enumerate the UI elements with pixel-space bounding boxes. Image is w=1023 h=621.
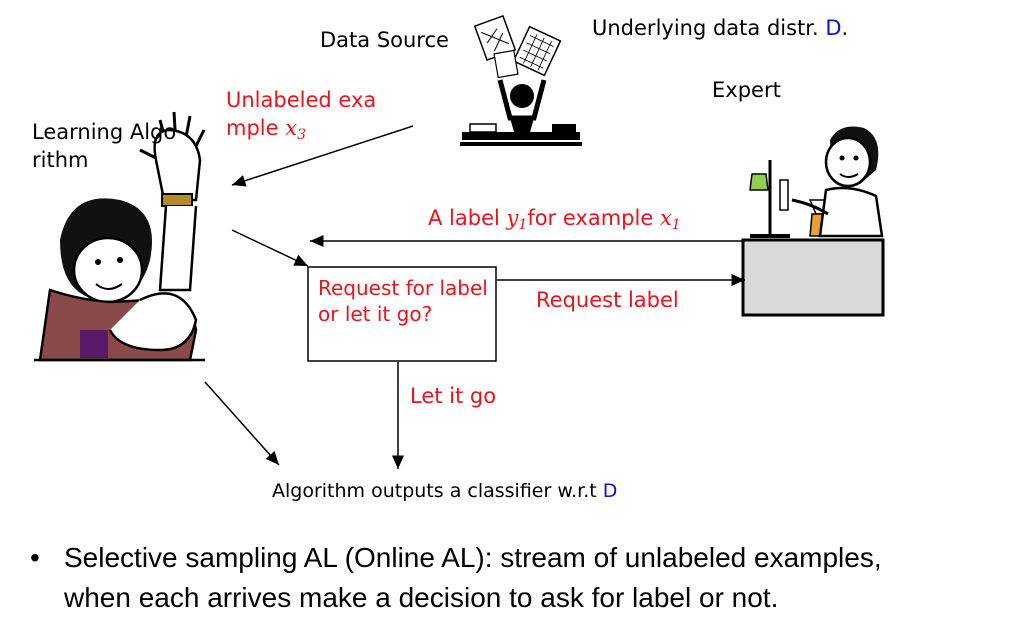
expert-label: Expert xyxy=(712,78,781,102)
arrow-learner-to-output xyxy=(204,381,280,466)
label-var-y-sub: 1 xyxy=(518,217,528,233)
learner-label-line2: rithm xyxy=(32,148,89,172)
distribution-symbol: D xyxy=(825,16,842,40)
bullet-line-2: when each arrives make a decision to ask… xyxy=(64,582,779,613)
arrow-unlabeled-example xyxy=(231,125,414,187)
unlabeled-line1: Unlabeled exa xyxy=(226,88,377,112)
learner-label: Learning Algo rithm xyxy=(32,118,176,174)
expert-table xyxy=(741,238,885,317)
request-decision-box xyxy=(307,266,497,362)
label-var-y: y xyxy=(506,206,519,230)
request-box-text: Request for label or let it go? xyxy=(318,276,488,326)
data-source-label: Data Source xyxy=(320,28,449,52)
distribution-suffix: . xyxy=(841,16,849,40)
request-label-text: Request label xyxy=(536,288,679,312)
bullet-marker: • xyxy=(30,542,40,573)
output-symbol: D xyxy=(602,480,618,502)
label-var-x: x xyxy=(659,206,672,230)
learner-illustration xyxy=(34,111,206,362)
unlabeled-line2: mple x3 xyxy=(226,114,376,145)
arrow-learner-to-box xyxy=(231,229,309,267)
label-var-x-sub: 1 xyxy=(671,217,681,233)
unlabeled-var-sub: 3 xyxy=(297,127,306,143)
expert-illustration xyxy=(749,126,884,238)
learner-label-line1: Learning Algo xyxy=(32,120,177,144)
distribution-label-text: Underlying data distr. xyxy=(592,16,826,40)
label-mid: for example xyxy=(527,206,660,230)
bullet-line-1: Selective sampling AL (Online AL): strea… xyxy=(64,542,882,573)
output-label: Algorithm outputs a classifier w.r.t D xyxy=(272,480,617,502)
label-for-example-text: A label y1for example x1 xyxy=(428,206,681,233)
data-source-illustration xyxy=(460,14,582,146)
distribution-label: Underlying data distr. D. xyxy=(592,16,848,40)
unlabeled-var: x xyxy=(285,116,298,140)
let-it-go-text: Let it go xyxy=(410,384,497,408)
unlabeled-line2-text: mple xyxy=(226,116,286,140)
unlabeled-example-label: Unlabeled exa mple x3 xyxy=(226,86,376,145)
label-prefix: A label xyxy=(428,206,507,230)
output-text: Algorithm outputs a classifier w.r.t xyxy=(272,480,603,502)
